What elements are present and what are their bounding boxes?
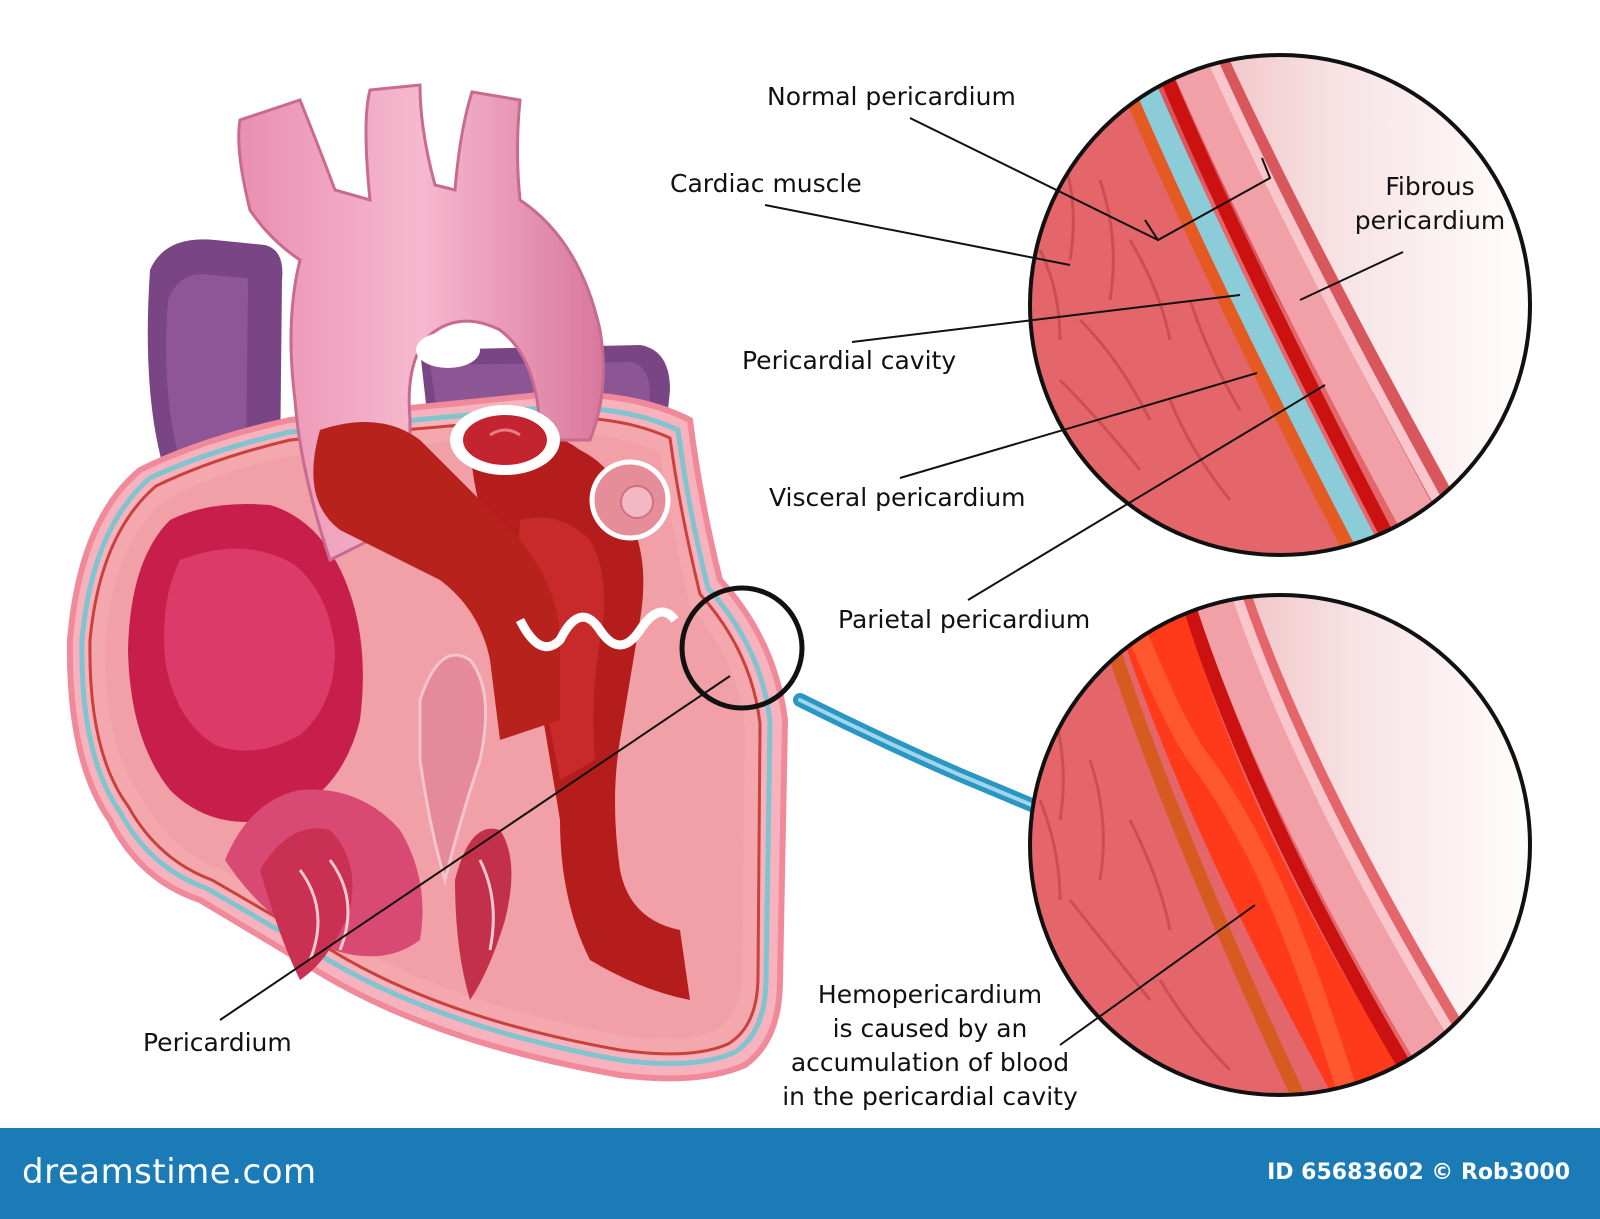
leader-pericardial-cavity [851, 294, 1241, 343]
label-pericardial-cavity: Pericardial cavity [742, 346, 957, 375]
label-fibrous-line-2: pericardium [1354, 206, 1506, 235]
footer-logo[interactable]: dreamstime.com [22, 1152, 317, 1192]
leader-parietal-pericardium [967, 384, 1326, 601]
leader-cardiac-muscle [764, 204, 1071, 266]
hemo-line-2: is caused by an [832, 1014, 1028, 1043]
hemo-line-1: Hemopericardium [817, 980, 1043, 1009]
label-visceral-pericardium: Visceral pericardium [769, 483, 1026, 512]
hemopericardium-magnified [1030, 595, 1530, 1095]
label-normal-pericardium: Normal pericardium [767, 82, 1016, 111]
leader-fibrous-pericardium [1299, 251, 1404, 301]
leader-pericardium [219, 675, 731, 1021]
hemo-line-3: accumulation of blood [790, 1048, 1070, 1077]
pulmonary-artery [313, 422, 560, 740]
label-fibrous-line-1: Fibrous [1385, 172, 1475, 201]
leader-visceral-pericardium [899, 372, 1258, 479]
leader-hemopericardium [1059, 904, 1256, 1046]
footer-bar: dreamstime.com ID 65683602 © Rob3000 [0, 1128, 1600, 1219]
label-cardiac-muscle: Cardiac muscle [670, 169, 862, 198]
bracket-normal-pericardium [1144, 157, 1272, 242]
label-parietal-pericardium: Parietal pericardium [838, 605, 1091, 634]
normal-pericardium-magnified [1030, 55, 1530, 555]
label-fibrous-pericardium: Fibrous pericardium [1345, 170, 1515, 238]
label-pericardium: Pericardium [143, 1028, 292, 1057]
heart-illustration [66, 83, 789, 1082]
zoom-circle [679, 585, 805, 711]
label-hemopericardium: Hemopericardium is caused by an accumula… [775, 978, 1085, 1114]
leader-lines [219, 117, 1404, 1046]
pericardium-diagram [66, 53, 1532, 1097]
footer-credit: ID 65683602 © Rob3000 [1267, 1160, 1570, 1185]
hemo-line-4: in the pericardial cavity [782, 1082, 1078, 1111]
leader-normal-pericardium [909, 117, 1159, 241]
